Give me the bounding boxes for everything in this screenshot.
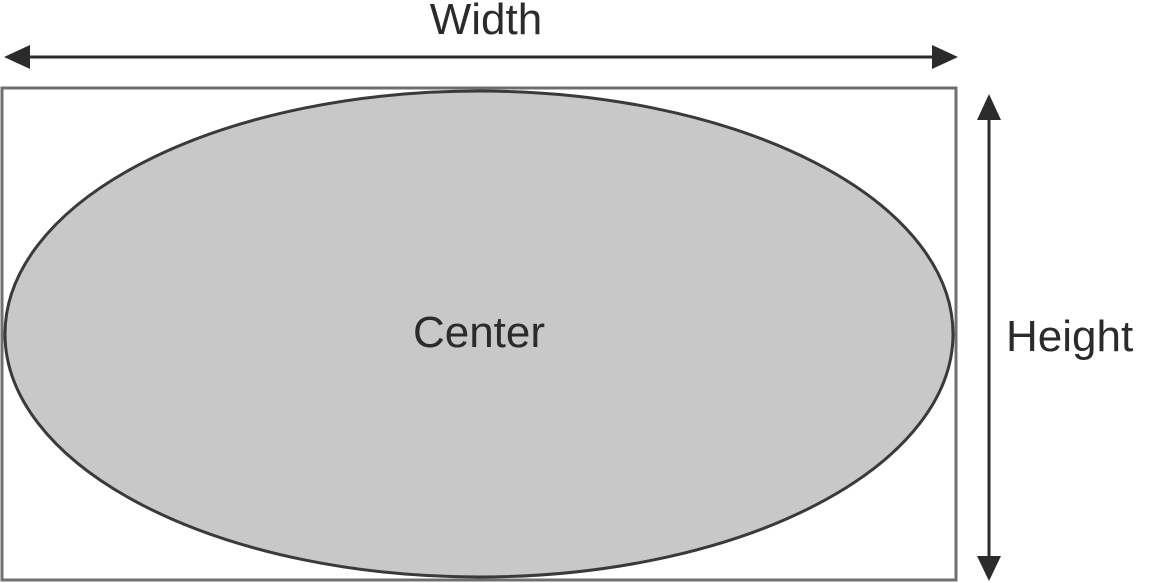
width-arrow-left-head: [4, 45, 30, 69]
height-arrow-bottom-head: [977, 556, 1001, 581]
height-label: Height: [1006, 312, 1133, 361]
height-arrow: [977, 94, 1001, 581]
ellipse-shape: [3, 89, 955, 579]
center-label: Center: [413, 308, 545, 357]
width-label: Width: [430, 0, 542, 44]
bounding-rectangle: [0, 86, 958, 582]
height-arrow-top-head: [977, 94, 1001, 120]
width-arrow: [4, 45, 958, 69]
width-arrow-right-head: [932, 45, 958, 69]
